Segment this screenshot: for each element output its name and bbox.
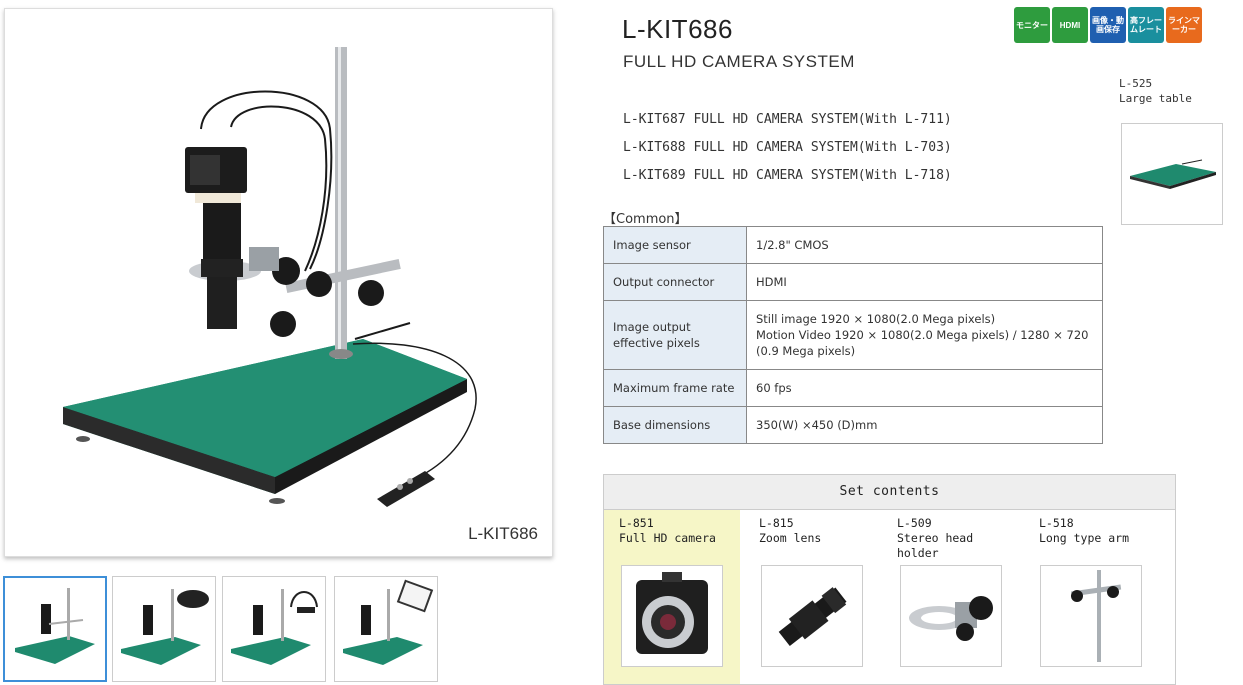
- set-item-l509[interactable]: L-509 Stereo head holder: [884, 510, 1020, 684]
- thumbnail-3[interactable]: [222, 576, 326, 682]
- main-image-caption: L-KIT686: [468, 524, 538, 543]
- spec-value: 350(W) ×450 (D)mm: [746, 406, 1103, 444]
- set-item-code: L-815: [759, 516, 794, 530]
- thumbnail-4[interactable]: [334, 576, 438, 682]
- zoom-lens-image[interactable]: [761, 565, 863, 667]
- table-row: Maximum frame rate 60 fps: [603, 369, 1103, 407]
- option-image[interactable]: [1121, 123, 1223, 225]
- option-name: Large table: [1119, 92, 1192, 105]
- set-item-code: L-509: [897, 516, 932, 530]
- set-item-l518[interactable]: L-518 Long type arm: [1024, 510, 1160, 684]
- set-contents-heading: Set contents: [604, 475, 1175, 510]
- save-badge-icon: 画像・動画保存: [1090, 7, 1126, 43]
- spec-key: Image sensor: [603, 226, 747, 264]
- spec-value: 1/2.8" CMOS: [746, 226, 1103, 264]
- spec-key: Maximum frame rate: [603, 369, 747, 407]
- frame-rate-badge-icon: 高フレームレート: [1128, 7, 1164, 43]
- set-item-code: L-518: [1039, 516, 1074, 530]
- set-item-code: L-851: [619, 516, 654, 530]
- variant-link-1[interactable]: L-KIT687 FULL HD CAMERA SYSTEM(With L-71…: [623, 112, 952, 127]
- spec-key: Image output effective pixels: [603, 300, 747, 370]
- spec-key: Base dimensions: [603, 406, 747, 444]
- camera-image[interactable]: [621, 565, 723, 667]
- common-label: 【Common】: [603, 212, 688, 227]
- spec-table: Image sensor 1/2.8" CMOS Output connecto…: [603, 226, 1103, 444]
- set-item-name: Full HD camera: [619, 531, 716, 545]
- spec-value: 60 fps: [746, 369, 1103, 407]
- main-product-image: L-KIT686: [4, 8, 553, 557]
- spec-key: Output connector: [603, 263, 747, 301]
- set-item-name: Zoom lens: [759, 531, 822, 545]
- stereo-head-holder-image[interactable]: [900, 565, 1002, 667]
- table-row: Output connector HDMI: [603, 263, 1103, 301]
- set-item-name: Stereo head holder: [897, 531, 974, 560]
- feature-badges: モニター HDMI 画像・動画保存 高フレームレート ラインマーカー: [1014, 7, 1202, 43]
- hdmi-badge-icon: HDMI: [1052, 7, 1088, 43]
- thumbnail-2[interactable]: [112, 576, 216, 682]
- variant-link-3[interactable]: L-KIT689 FULL HD CAMERA SYSTEM(With L-71…: [623, 168, 952, 183]
- page-subtitle: FULL HD CAMERA SYSTEM: [623, 52, 855, 71]
- option-code: L-525: [1119, 77, 1153, 90]
- set-item-l851[interactable]: L-851 Full HD camera: [604, 510, 740, 684]
- monitor-badge-icon: モニター: [1014, 7, 1050, 43]
- set-contents-panel: Set contents L-851 Full HD camera L-815 …: [603, 474, 1176, 685]
- variant-link-2[interactable]: L-KIT688 FULL HD CAMERA SYSTEM(With L-70…: [623, 140, 952, 155]
- table-row: Base dimensions 350(W) ×450 (D)mm: [603, 406, 1103, 444]
- long-type-arm-image[interactable]: [1040, 565, 1142, 667]
- spec-value: Still image 1920 × 1080(2.0 Mega pixels)…: [746, 300, 1103, 370]
- table-row: Image sensor 1/2.8" CMOS: [603, 226, 1103, 264]
- line-marker-badge-icon: ラインマーカー: [1166, 7, 1202, 43]
- thumbnail-1[interactable]: [3, 576, 107, 682]
- page-title: L-KIT686: [622, 14, 733, 44]
- set-item-name: Long type arm: [1039, 531, 1130, 545]
- set-item-l815[interactable]: L-815 Zoom lens: [744, 510, 880, 684]
- spec-value: HDMI: [746, 263, 1103, 301]
- table-row: Image output effective pixels Still imag…: [603, 300, 1103, 370]
